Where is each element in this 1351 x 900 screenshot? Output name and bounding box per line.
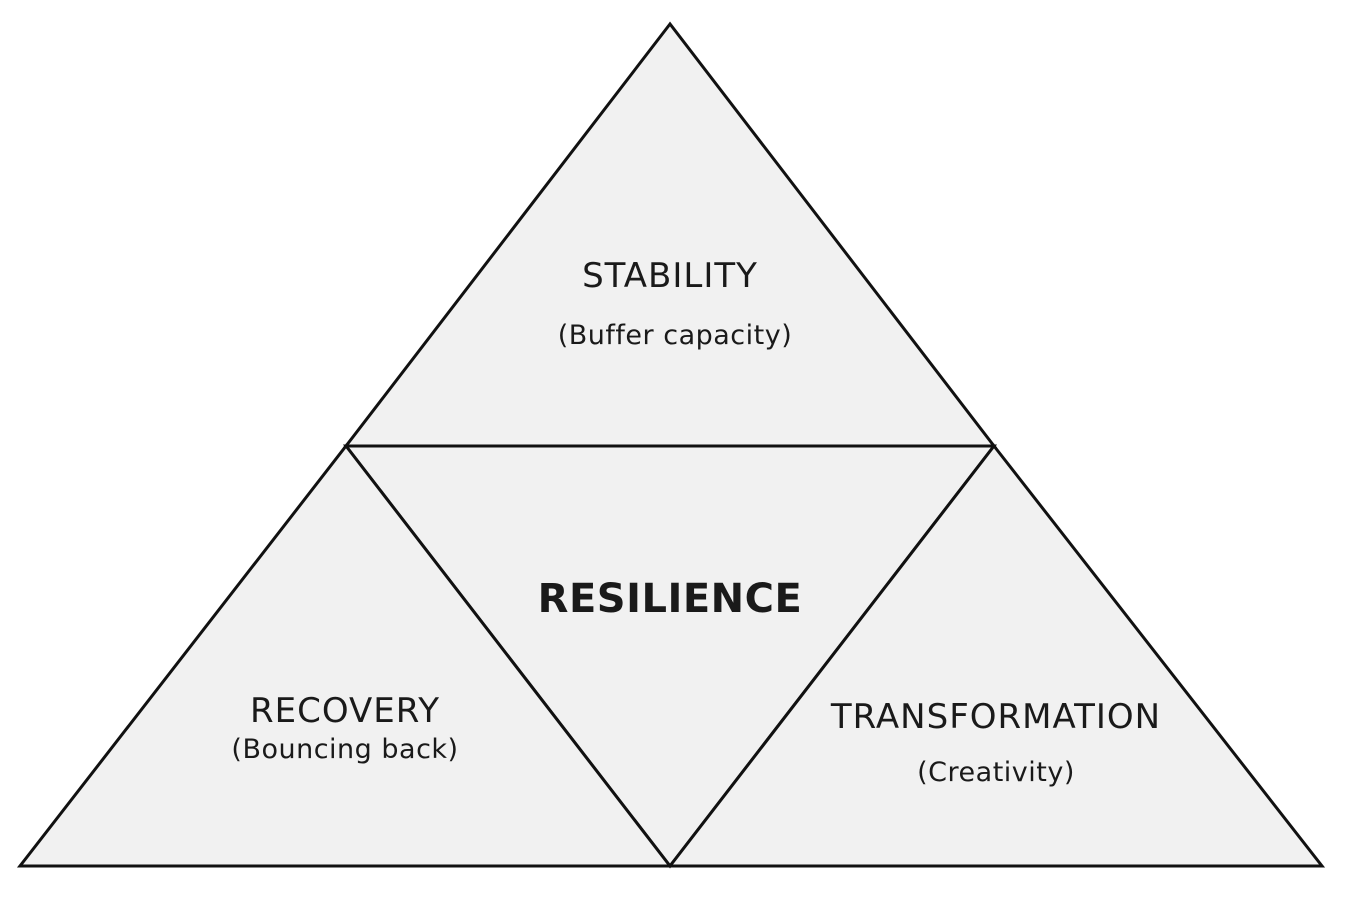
stability-label: STABILITY (582, 256, 758, 296)
transformation-triangle (666, 443, 1326, 868)
recovery-label: RECOVERY (250, 691, 440, 731)
recovery-triangle (16, 443, 674, 868)
transformation-sublabel: (Creativity) (917, 757, 1075, 788)
resilience-label: RESILIENCE (538, 576, 803, 622)
recovery-sublabel: (Bouncing back) (231, 734, 458, 765)
stability-triangle (342, 21, 998, 448)
stability-sublabel: (Buffer capacity) (558, 320, 793, 351)
transformation-label: TRANSFORMATION (830, 697, 1161, 737)
